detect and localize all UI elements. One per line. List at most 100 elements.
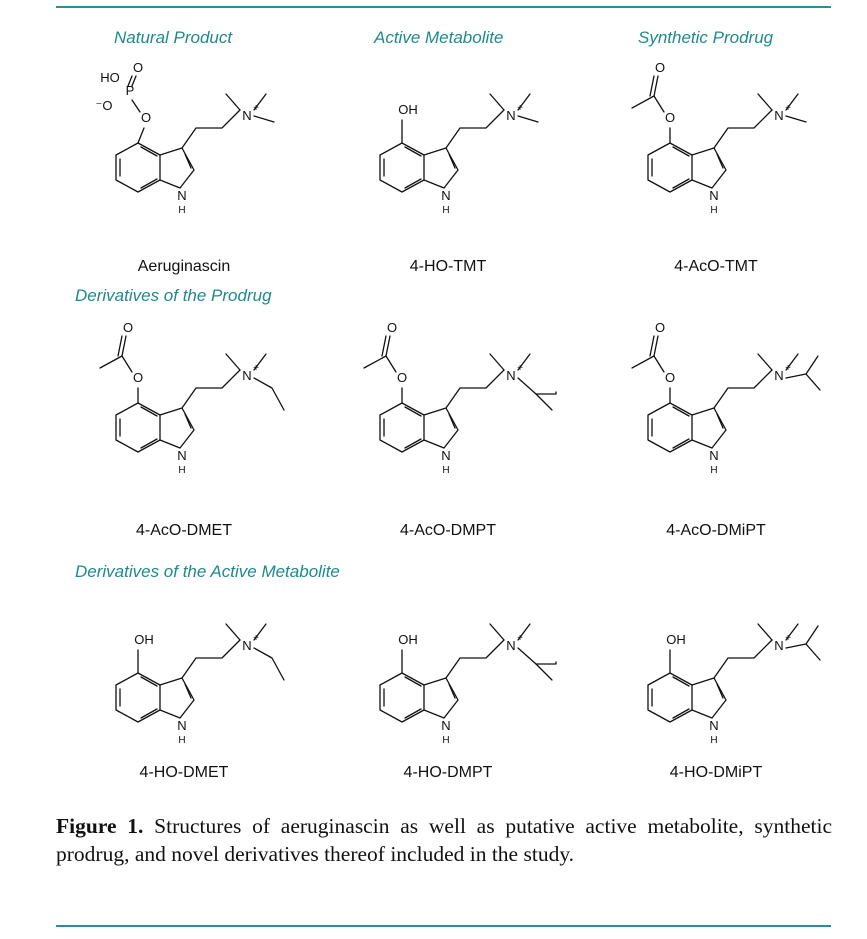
pyrrole-ring (691, 677, 727, 719)
bond (385, 355, 397, 373)
atom-label: P (126, 83, 135, 98)
bond (140, 406, 158, 417)
heading-natural-product: Natural Product (114, 28, 233, 47)
atom-label: H (178, 205, 185, 216)
bond (672, 406, 690, 417)
atom-label: N (177, 448, 186, 463)
pyrrole-ring (691, 147, 727, 189)
atom-label: N (709, 448, 718, 463)
compound-name: 4-HO-DMET (139, 764, 229, 781)
bond (757, 93, 773, 111)
bond (785, 623, 799, 641)
bond (653, 355, 665, 373)
bond (672, 708, 690, 719)
bottom-rule (56, 925, 831, 927)
bond (649, 335, 655, 357)
bond (404, 676, 422, 687)
side-chain (445, 109, 505, 149)
bond (121, 355, 133, 373)
heading-metabolite-derivatives: Derivatives of the Active Metabolite (75, 562, 340, 581)
atom-label: N (177, 718, 186, 733)
atom-label: N (242, 638, 251, 653)
atom-label: N (774, 368, 783, 383)
structure-4-ho-dmpt: NHN+OH (379, 623, 557, 746)
atom-label: O (133, 370, 143, 385)
atom-label: N (441, 718, 450, 733)
side-chain (181, 109, 241, 149)
structure-4-aco-dmpt: NHN+OO (363, 320, 557, 476)
bond (140, 146, 158, 157)
bond (757, 353, 773, 371)
bond (631, 355, 655, 369)
compound-name: 4-HO-TMT (409, 258, 487, 275)
side-chain (713, 369, 773, 409)
compound-name: 4-AcO-TMT (674, 258, 758, 275)
structure-4-ho-dmipt: NHN+OH (647, 623, 821, 746)
bond (672, 676, 690, 687)
bond (757, 623, 773, 641)
bond (404, 178, 422, 189)
bond (489, 353, 505, 371)
bond (381, 335, 387, 357)
pyrrole-ring (159, 677, 195, 719)
bond (489, 623, 505, 641)
bond (785, 115, 807, 123)
bond (404, 406, 422, 417)
pyrrole-ring (159, 407, 195, 449)
compound-name: 4-HO-DMPT (403, 764, 493, 781)
bond (653, 75, 659, 97)
bond (672, 146, 690, 157)
pyrrole-ring (423, 407, 459, 449)
atom-label: H (710, 735, 717, 746)
atom-label: O (141, 110, 151, 125)
atom-label: N (242, 368, 251, 383)
bond (184, 413, 192, 429)
atom-label: N (506, 368, 515, 383)
atom-label: + (253, 633, 259, 644)
bond (225, 353, 241, 371)
atom-label: H (442, 205, 449, 216)
pyrrole-ring (423, 677, 459, 719)
structure-4-aco-tmt: NHN+OO (631, 60, 807, 216)
bond (716, 413, 724, 429)
atom-label: H (442, 735, 449, 746)
bond (785, 93, 799, 111)
bond (404, 146, 422, 157)
atom-label: + (253, 363, 259, 374)
side-chain (445, 369, 505, 409)
benzene-ring (115, 142, 161, 193)
structure-4-aco-dmipt: NHN+OO (631, 320, 821, 476)
benzene-ring (115, 672, 161, 723)
atom-label: + (253, 103, 259, 114)
atom-label: ⁻O (96, 98, 113, 113)
atom-label: HO (100, 70, 120, 85)
atom-label: N (774, 108, 783, 123)
pyrrole-ring (691, 407, 727, 449)
bond (225, 93, 241, 111)
bond (184, 153, 192, 169)
bond (517, 93, 531, 111)
side-chain (713, 109, 773, 149)
ethyl-chain (253, 647, 285, 681)
atom-label: + (785, 363, 791, 374)
bond (535, 663, 553, 681)
bond (137, 127, 145, 144)
atom-label: O (397, 370, 407, 385)
pyrrole-ring (423, 147, 459, 189)
bond (140, 178, 158, 189)
atom-label: + (517, 363, 523, 374)
structure-4-ho-tmt: NHN+OH (379, 93, 539, 216)
bond (716, 153, 724, 169)
bond (385, 335, 391, 357)
atom-label: + (785, 103, 791, 114)
bond (448, 413, 456, 429)
bond (184, 683, 192, 699)
bond (672, 178, 690, 189)
bond (649, 75, 655, 97)
structure-4-ho-dmet: NHN+OH (115, 623, 285, 746)
atom-label: H (178, 465, 185, 476)
structure-4-aco-dmet: NHN+OO (99, 320, 285, 476)
bond (653, 95, 665, 113)
atom-label: OH (134, 632, 154, 647)
bond (363, 355, 387, 369)
